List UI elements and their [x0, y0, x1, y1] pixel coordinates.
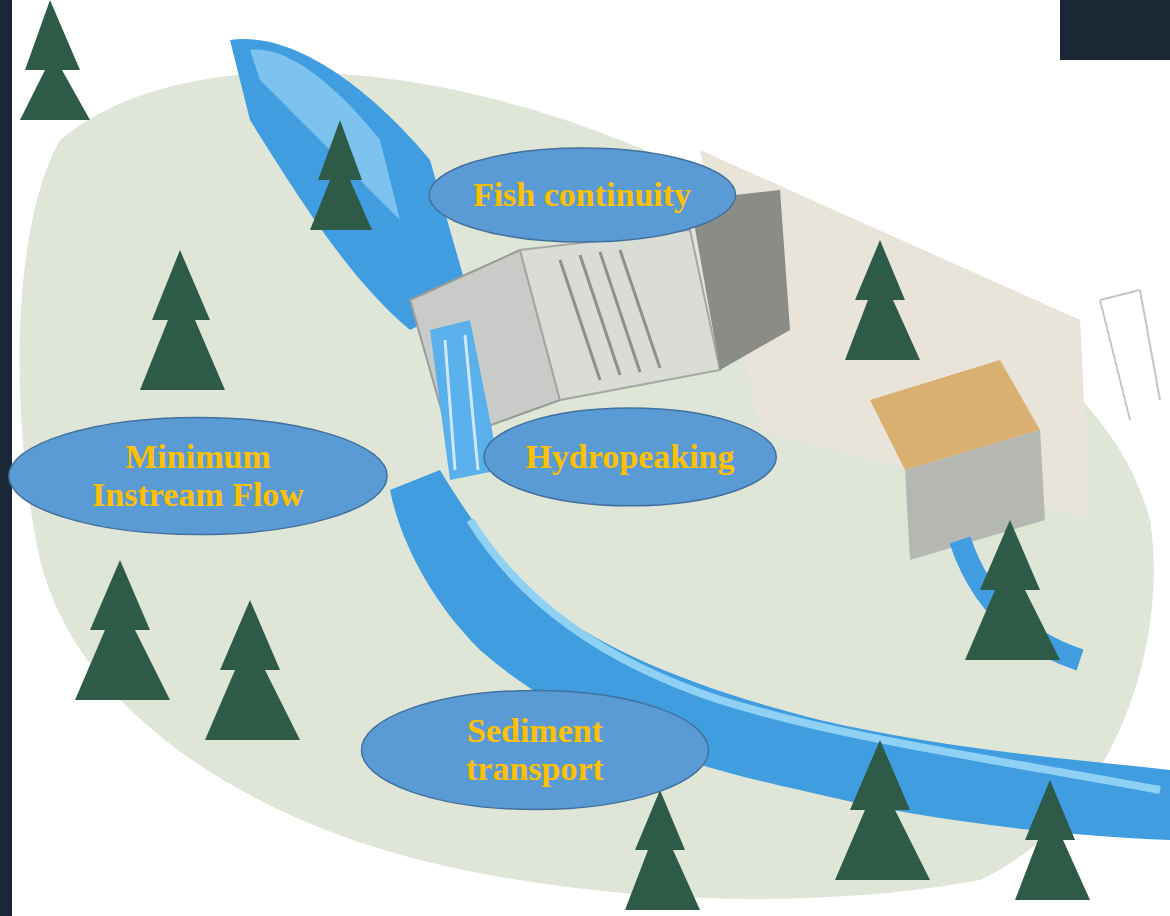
ellipse-node: Sediment transport — [358, 688, 712, 812]
ellipse-shape — [484, 408, 776, 506]
fish-pass-steps — [560, 250, 660, 380]
ellipse-node: Hydropeaking — [481, 406, 779, 508]
node-label: Fish continuity — [452, 176, 712, 214]
ellipse-shape — [362, 690, 709, 809]
lower-river — [390, 470, 1170, 840]
dark-corner — [1060, 0, 1170, 60]
trees — [20, 0, 1090, 910]
white-ground — [12, 0, 1170, 916]
powerhouse-wall — [905, 430, 1045, 560]
dam-crest — [520, 230, 720, 400]
text-holder: Hydropeaking — [505, 438, 755, 476]
ellipse-node: Fish continuity — [426, 146, 739, 244]
text-holder: Minimum Instream Flow — [73, 438, 323, 514]
waterfall-foam — [445, 335, 478, 470]
node-label: Hydropeaking — [505, 438, 755, 476]
ellipse-shape — [9, 417, 387, 534]
node-label: Minimum Instream Flow — [73, 438, 323, 514]
node-label: Sediment transport — [430, 712, 640, 788]
text-holder: Fish continuity — [452, 176, 712, 214]
ellipse-shape — [429, 148, 735, 242]
power-pylon — [1100, 290, 1160, 420]
ellipse-node: Minimum Instream Flow — [5, 415, 391, 537]
text-holder: Sediment transport — [430, 712, 640, 788]
